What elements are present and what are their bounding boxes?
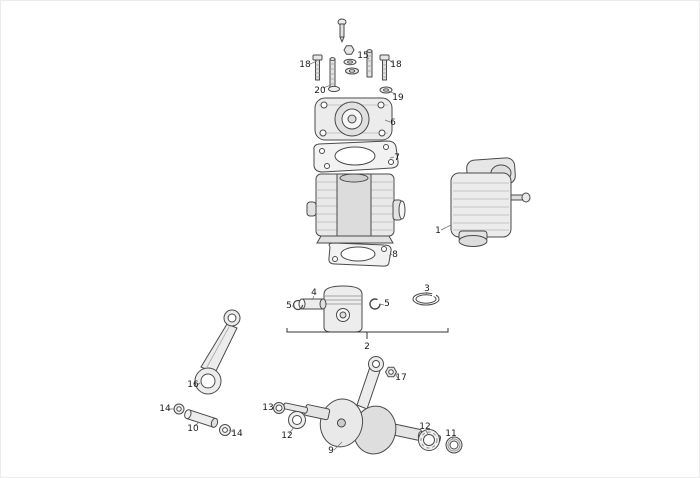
cylinder-block — [306, 173, 406, 244]
part-label-9: 9 — [328, 446, 334, 456]
part-label-6: 6 — [390, 118, 396, 128]
circlip-left — [292, 299, 304, 311]
part-label-15: 15 — [357, 51, 368, 61]
part-labels: 18 20 15 18 19 6 7 8 1 5 4 5 3 2 16 17 1… — [159, 51, 456, 456]
crank-connecting-rod — [356, 356, 384, 410]
head-gasket — [313, 140, 399, 173]
crank-nut — [384, 366, 398, 378]
part-label-17: 17 — [395, 373, 406, 383]
part-label-4: 4 — [311, 288, 317, 298]
part-label-2: 2 — [364, 342, 370, 352]
shim-ring — [273, 402, 285, 414]
bearing-right — [418, 429, 440, 451]
part-label-7: 7 — [394, 153, 400, 163]
part-label-11: 11 — [445, 429, 456, 439]
group-bracket — [286, 328, 449, 339]
part-label-3: 3 — [424, 284, 430, 294]
part-label-12-left: 12 — [281, 431, 292, 441]
part-label-5-right: 5 — [384, 299, 390, 309]
part-label-13: 13 — [262, 403, 273, 413]
part-label-16: 16 — [187, 380, 199, 390]
piston — [323, 285, 363, 333]
pin-washer-left — [173, 403, 185, 415]
part-label-8: 8 — [392, 250, 398, 260]
top-fastener-stack — [312, 18, 393, 94]
pin-washer-right — [219, 424, 231, 436]
part-label-20: 20 — [314, 86, 326, 96]
part-label-10: 10 — [187, 424, 199, 434]
part-label-12-right: 12 — [419, 422, 430, 432]
part-label-5-left: 5 — [286, 301, 292, 311]
base-gasket — [328, 242, 392, 267]
part-label-18-right: 18 — [390, 60, 402, 70]
cylinder-assembly — [450, 157, 531, 247]
part-label-19: 19 — [392, 93, 404, 103]
part-label-14-right: 14 — [231, 429, 243, 439]
part-label-14-left: 14 — [159, 404, 171, 414]
piston-pin — [298, 298, 327, 310]
bearing-left — [288, 411, 306, 429]
circlip-right — [369, 298, 381, 310]
crank-pin — [184, 409, 219, 428]
cylinder-head — [314, 97, 393, 141]
part-label-18-left: 18 — [299, 60, 311, 70]
part-label-1: 1 — [435, 226, 441, 236]
oil-seal — [445, 436, 463, 454]
leader-lines — [169, 56, 454, 451]
connecting-rod — [194, 309, 241, 395]
crankshaft — [283, 398, 442, 455]
